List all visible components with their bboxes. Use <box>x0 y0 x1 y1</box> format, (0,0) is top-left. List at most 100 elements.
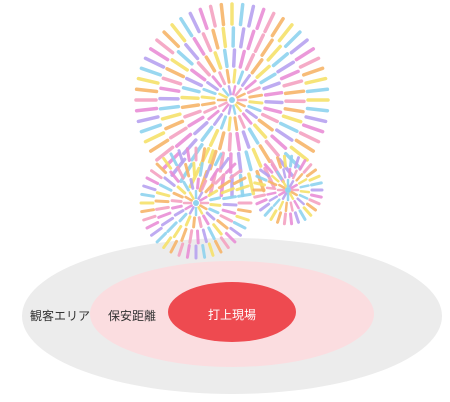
firework-spark <box>291 40 307 53</box>
firework-spark <box>292 192 297 195</box>
firework-spark <box>204 216 209 224</box>
firework-spark <box>304 125 323 132</box>
firework-spark <box>161 107 179 109</box>
firework-spark <box>308 109 328 111</box>
firework-spark <box>236 89 241 95</box>
firework-spark <box>211 131 218 146</box>
firework-spark <box>184 140 196 153</box>
firework-spark <box>218 221 227 229</box>
firework-spark <box>137 109 157 111</box>
firework-spark <box>186 217 190 225</box>
firework-spark <box>295 213 298 223</box>
firework-spark <box>203 34 210 51</box>
firework-spark <box>213 77 221 86</box>
firework-spark <box>147 223 158 229</box>
firework-spark <box>286 32 300 46</box>
firework-spark <box>231 228 241 235</box>
firework-spark <box>181 19 192 36</box>
firework-spark <box>199 218 201 227</box>
firework-spark <box>146 133 164 142</box>
firework-spark <box>213 31 218 48</box>
firework-spark <box>223 210 235 213</box>
firework-spark <box>255 183 265 185</box>
firework-spark <box>260 146 269 161</box>
firework-core <box>229 97 235 103</box>
firework-spark <box>138 79 158 84</box>
firework-spark <box>284 156 285 166</box>
firework-spark <box>151 140 168 151</box>
firework-spark <box>223 89 228 95</box>
firework-spark <box>204 89 215 93</box>
firework-spark <box>234 50 235 66</box>
firework-spark <box>138 117 158 122</box>
firework-spark <box>200 164 202 176</box>
firework-spark <box>234 70 235 82</box>
firework-spark <box>184 182 189 190</box>
firework-spark <box>160 185 171 190</box>
firework-spark <box>220 133 224 149</box>
firework-spark <box>238 72 242 83</box>
firework-spark <box>268 193 276 195</box>
firework-spark <box>277 172 281 179</box>
firework-spark <box>246 81 255 89</box>
firework-spark <box>240 52 244 68</box>
firework-spark <box>230 134 231 150</box>
firework-spark <box>243 114 251 123</box>
firework-spark <box>237 186 248 190</box>
firework-spark <box>233 86 235 94</box>
firework-spark <box>284 214 285 224</box>
firework-spark <box>179 151 183 162</box>
firework-spark <box>200 206 206 210</box>
firework-spark <box>172 60 187 70</box>
firework-spark <box>159 213 170 217</box>
firework-spark <box>187 246 189 258</box>
firework-spark <box>278 62 293 71</box>
firework-spark <box>236 105 241 111</box>
firework-spark <box>283 181 286 186</box>
firework-spark <box>186 206 192 210</box>
firework-spark <box>239 210 251 212</box>
firework-spark <box>185 111 200 116</box>
firework-spark <box>291 214 292 224</box>
firework-spark <box>199 193 203 199</box>
firework-spark <box>194 39 203 54</box>
firework-spark <box>227 70 229 82</box>
firework-spark <box>289 169 290 177</box>
firework-spark <box>157 207 169 209</box>
firework-spark <box>200 197 206 201</box>
firework-spark <box>206 166 210 177</box>
firework-spark <box>187 149 189 161</box>
firework-spark <box>282 71 299 78</box>
firework-spark <box>281 123 297 131</box>
firework-spark <box>271 211 276 220</box>
firework-spark <box>267 142 279 156</box>
firework-spark <box>206 57 214 71</box>
firework-spark <box>310 200 319 204</box>
firework-spark <box>279 25 292 41</box>
firework-spark <box>301 186 309 188</box>
firework-spark <box>199 207 203 213</box>
firework-spark <box>300 161 305 170</box>
firework-spark <box>211 6 216 26</box>
firework-spark <box>257 200 266 204</box>
firework-spark <box>296 140 313 151</box>
firework-spark <box>177 135 191 147</box>
firework-spark <box>172 201 181 202</box>
firework-spark <box>290 181 293 186</box>
firework-spark <box>241 29 244 47</box>
firework-spark <box>220 73 225 84</box>
firework-spark <box>141 68 160 75</box>
firework-spark <box>205 107 216 112</box>
firework-spark <box>164 32 178 46</box>
firework-spark <box>214 225 222 234</box>
firework-spark <box>180 214 186 221</box>
firework-spark <box>291 156 292 166</box>
firework-spark <box>211 205 220 206</box>
firework-spark <box>163 78 180 84</box>
firework-spark <box>195 123 207 134</box>
firework-spark <box>209 228 214 239</box>
firework-spark <box>223 29 225 47</box>
firework-spark <box>175 211 183 216</box>
firework-spark <box>290 194 293 199</box>
firework-spark <box>301 58 319 67</box>
